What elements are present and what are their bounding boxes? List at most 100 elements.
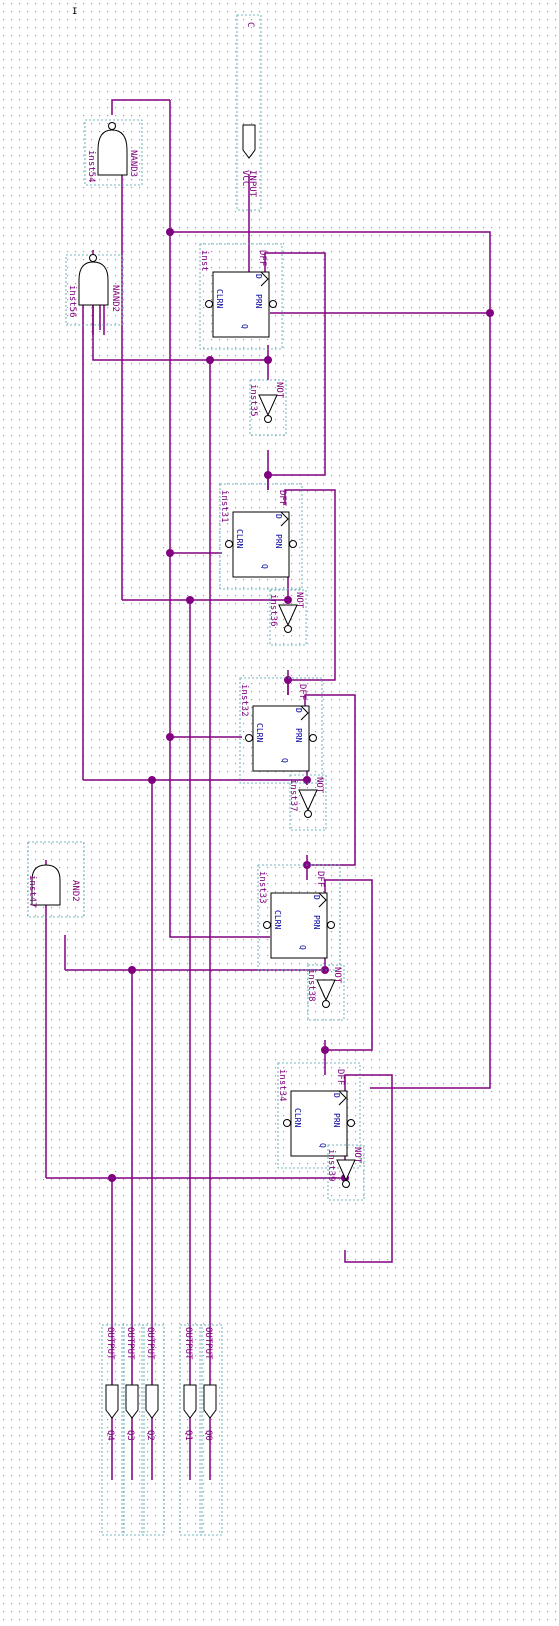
not-gate[interactable]: NOT inst39: [326, 1144, 365, 1201]
input-name: C: [245, 22, 255, 27]
not-type-label: NOT: [274, 382, 284, 399]
nand2-inst-label: inst56: [67, 285, 77, 318]
dff-pin-clrn: CLRN: [273, 910, 282, 929]
dff-pin-prn: PRN: [312, 915, 321, 930]
clock-triangle: [338, 1090, 347, 1106]
clrn-bubble: [283, 1119, 291, 1127]
output-name-label: Q3: [125, 1430, 135, 1441]
dff-pin-d: D: [254, 274, 263, 279]
output-pin[interactable]: OUTPUT Q1: [179, 1324, 203, 1536]
output-type-label: OUTPUT: [183, 1327, 193, 1360]
and2-type-label: AND2: [70, 880, 80, 902]
dff-type-label: DFF: [257, 250, 267, 266]
output-pin-shape: [145, 1384, 159, 1419]
output-name-label: Q0: [203, 1430, 213, 1441]
not-type-label: NOT: [352, 1147, 362, 1164]
prn-bubble: [289, 540, 297, 548]
output-type-label: OUTPUT: [125, 1327, 135, 1360]
dff-type-label: DFF: [277, 490, 287, 506]
nand2-gate[interactable]: inst56 NAND2: [65, 254, 123, 326]
not-gate[interactable]: NOT inst35: [248, 379, 287, 436]
input-sub-label: VCC: [240, 170, 250, 186]
not-inst-label: inst38: [306, 969, 316, 1002]
dff-inst-label: inst: [199, 250, 209, 272]
not-inst-label: inst37: [288, 779, 298, 812]
wire-network: [45, 99, 491, 1480]
dff-pin-prn: PRN: [274, 534, 283, 549]
junctions: [108, 228, 494, 1182]
clrn-bubble: [205, 300, 213, 308]
output-type-label: OUTPUT: [145, 1327, 155, 1360]
not-gate[interactable]: NOT inst36: [268, 589, 307, 646]
dff-body: [252, 705, 310, 772]
output-pin-shape: [105, 1384, 119, 1419]
dff-inst-label: inst31: [219, 490, 229, 523]
dff-pin-clrn: CLRN: [293, 1108, 302, 1127]
clock-triangle: [318, 892, 327, 908]
nand3-gate[interactable]: inst54 NAND3: [84, 119, 143, 186]
dff-pin-prn: PRN: [254, 294, 263, 309]
clock-triangle: [260, 271, 269, 287]
dff-type-label: DFF: [315, 871, 325, 887]
not-inst-label: inst36: [268, 594, 278, 627]
clock-triangle: [280, 511, 289, 527]
dff-pin-d: D: [274, 514, 283, 519]
dff-pin-prn: PRN: [332, 1113, 341, 1128]
dff-pin-prn: PRN: [294, 728, 303, 743]
output-pin-shape: [203, 1384, 217, 1419]
dff-type-label: DFF: [297, 684, 307, 700]
dff-inst-label: inst33: [257, 871, 267, 904]
and2-gate[interactable]: inst47 AND2: [27, 841, 85, 918]
nand3-type-label: NAND3: [128, 150, 138, 177]
dff-type-label: DFF: [335, 1069, 345, 1085]
dff-inst-label: inst32: [239, 684, 249, 717]
dff-pin-clrn: CLRN: [235, 529, 244, 548]
output-pin-shape: [183, 1384, 197, 1419]
dff-body: [212, 271, 270, 338]
not-type-label: NOT: [332, 967, 342, 984]
input-pin-c[interactable]: C INPUT VCC: [236, 14, 262, 211]
dff-inst-label: inst34: [277, 1069, 287, 1102]
dff-pin-d: D: [312, 895, 321, 900]
output-name-label: Q4: [105, 1430, 115, 1441]
clrn-bubble: [263, 921, 271, 929]
nand3-inst-label: inst54: [86, 150, 96, 183]
output-type-label: OUTPUT: [203, 1327, 213, 1360]
dff-pin-clrn: CLRN: [255, 723, 264, 742]
not-type-label: NOT: [294, 592, 304, 609]
clrn-bubble: [245, 734, 253, 742]
dff-pin-q: Q: [260, 564, 269, 569]
prn-bubble: [309, 734, 317, 742]
dff-pin-q: Q: [240, 324, 249, 329]
not-layer: NOTinst35NOTinst36NOTinst37NOTinst38NOTi…: [248, 379, 365, 1201]
output-pin-shape: [125, 1384, 139, 1419]
dff-body: [270, 892, 328, 959]
output-pin[interactable]: OUTPUT Q3: [121, 1324, 145, 1536]
prn-bubble: [327, 921, 335, 929]
dff-body: [232, 511, 290, 578]
input-type-label: INPUT: [247, 170, 257, 198]
not-inst-label: inst35: [248, 384, 258, 417]
output-type-label: OUTPUT: [105, 1327, 115, 1360]
nand2-type-label: NAND2: [110, 285, 120, 312]
output-pin[interactable]: OUTPUT Q0: [199, 1324, 223, 1536]
output-pin[interactable]: OUTPUT Q4: [101, 1324, 125, 1536]
output-name-label: Q1: [183, 1430, 193, 1441]
dff-pin-q: Q: [318, 1143, 327, 1148]
dff-pin-q: Q: [280, 758, 289, 763]
prn-bubble: [269, 300, 277, 308]
not-gate[interactable]: NOT inst38: [306, 964, 345, 1021]
not-inst-label: inst39: [326, 1149, 336, 1182]
and2-inst-label: inst47: [27, 875, 37, 908]
